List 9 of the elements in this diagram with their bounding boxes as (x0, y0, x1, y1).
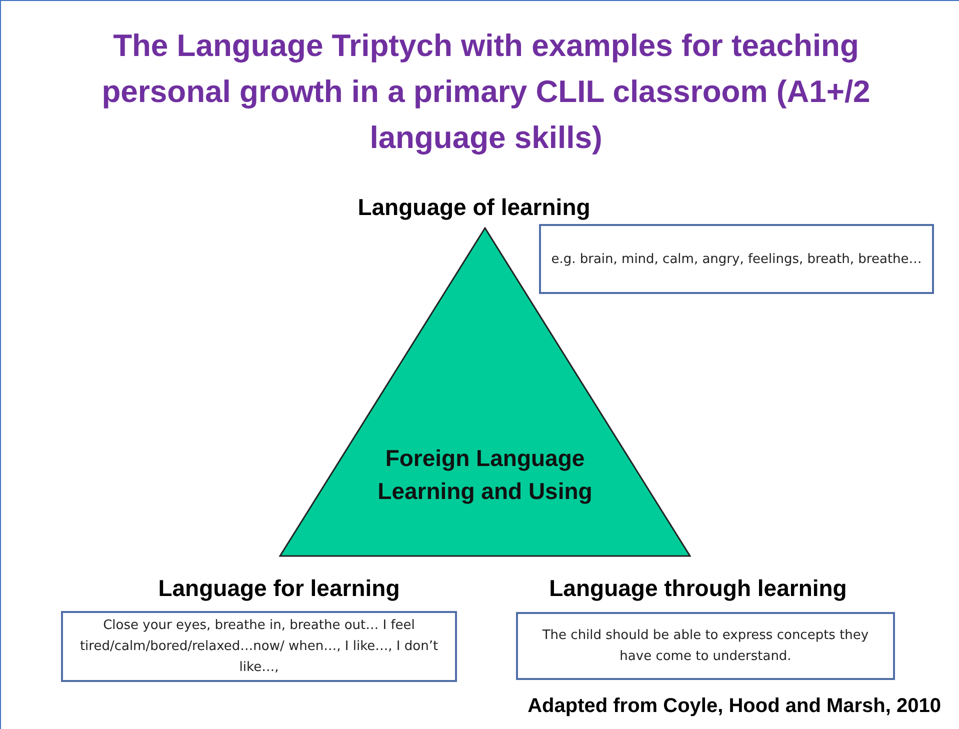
section-heading: Language for learning (157, 575, 401, 602)
source-caption: Adapted from Coyle, Hood and Marsh, 2010 (528, 695, 941, 718)
diagram-title: The Language Triptych with examples for teaching personal growth in a primary CLIL classroom (A1+/2 language skills) (100, 27, 872, 157)
triangle-label: Foreign Language Learning and Using (376, 444, 594, 506)
text-box: e.g. brain, mind, calm, angry, feelings, breath, breathe… (539, 224, 934, 294)
section-heading: Language of learning (356, 194, 592, 221)
text-box: The child should be able to express concepts they have come to understand. (516, 612, 895, 680)
text-box: Close your eyes, breathe in, breathe out… I feel tired/calm/bored/relaxed…now/ when…, I like…, I don’t like…, (61, 611, 457, 682)
section-heading: Language through learning (548, 575, 848, 602)
